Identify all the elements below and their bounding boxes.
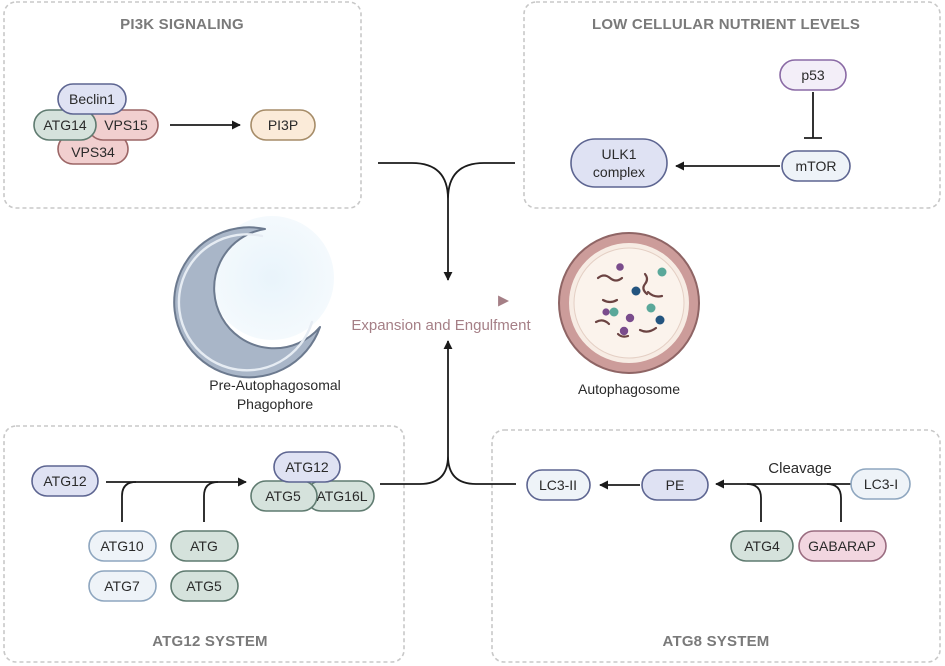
pill-atg4-label: ATG4	[744, 538, 780, 554]
pill-lc3-ii-label: LC3-II	[539, 477, 577, 493]
autophagosome-label: Autophagosome	[578, 381, 680, 397]
pill-atg: ATG	[170, 530, 239, 562]
pill-atg14-label: ATG14	[43, 117, 87, 133]
pill-atg10: ATG10	[88, 530, 157, 562]
autophagosome-icon	[558, 232, 700, 374]
phagophore-glow	[210, 216, 334, 340]
panel-pi3k-signaling	[3, 1, 362, 209]
flow-label: Expansion and Engulfment	[351, 317, 531, 334]
phagophore-crescent	[173, 226, 321, 379]
pill-atg14: ATG14	[33, 109, 97, 141]
pill-vps15-label: VPS15	[104, 117, 148, 133]
pill-atg10-label: ATG10	[100, 538, 144, 554]
ulk1-label-line2: complex	[593, 164, 645, 180]
pill-atg7: ATG7	[88, 570, 157, 602]
pill-lc3-i: LC3-I	[850, 468, 911, 500]
complex-atg5-label: ATG5	[265, 488, 301, 504]
panel-title-pi3k: PI3K SIGNALING	[120, 16, 244, 33]
pill-pe: PE	[641, 469, 709, 501]
pill-vps34-label: VPS34	[71, 144, 115, 160]
merge-connector-top	[378, 162, 515, 200]
pill-pi3p: PI3P	[250, 109, 316, 141]
ulk1-label-line1: ULK1	[601, 146, 636, 162]
branch-atg4	[746, 483, 762, 522]
branch-atg	[203, 481, 219, 522]
phagophore-inner-line	[177, 233, 314, 372]
phagophore-label-line1: Pre-Autophagosomal	[209, 377, 341, 393]
complex-atg12-atg5-atg16l: ATG16L ATG5 ATG12	[250, 451, 375, 512]
panel-low-nutrient	[523, 1, 941, 209]
pill-mtor-label: mTOR	[796, 158, 837, 174]
panel-atg12-system	[3, 425, 405, 663]
pill-p53: p53	[779, 59, 847, 91]
pill-beclin1-label: Beclin1	[69, 91, 115, 107]
pill-mtor: mTOR	[781, 150, 851, 182]
pill-atg5: ATG5	[170, 570, 239, 602]
branch-atg10	[121, 481, 137, 522]
panel-title-atg8: ATG8 SYSTEM	[663, 633, 770, 650]
pill-atg-label: ATG	[190, 538, 218, 554]
branch-gabarap	[826, 483, 842, 522]
pill-vps15: VPS15	[87, 109, 159, 141]
panel-title-atg12: ATG12 SYSTEM	[152, 633, 267, 650]
complex-atg16l-label: ATG16L	[316, 488, 367, 504]
pill-pi3p-label: PI3P	[268, 117, 298, 133]
pill-atg12-input: ATG12	[31, 465, 99, 497]
pill-atg7-label: ATG7	[104, 578, 140, 594]
pill-pe-label: PE	[666, 477, 685, 493]
complex-atg12-label: ATG12	[285, 459, 329, 475]
pill-atg12-input-label: ATG12	[43, 473, 87, 489]
phagophore-label-line2: Phagophore	[237, 396, 314, 412]
pill-gabarap: GABARAP	[798, 530, 887, 562]
cleavage-label: Cleavage	[768, 460, 831, 477]
pill-p53-label: p53	[801, 67, 825, 83]
pill-atg5-label: ATG5	[186, 578, 222, 594]
pill-ulk1-complex: ULK1 complex	[570, 138, 668, 188]
merge-connector-bottom	[380, 455, 516, 485]
pill-lc3-i-label: LC3-I	[864, 476, 898, 492]
inhibition-p53-to-mtor	[804, 92, 822, 139]
pill-lc3-ii: LC3-II	[526, 469, 591, 501]
panel-title-nutrient: LOW CELLULAR NUTRIENT LEVELS	[592, 16, 860, 33]
pill-gabarap-label: GABARAP	[808, 538, 876, 554]
pill-atg4: ATG4	[730, 530, 794, 562]
pill-beclin1: Beclin1	[57, 83, 127, 115]
panel-atg8-system	[491, 429, 941, 663]
